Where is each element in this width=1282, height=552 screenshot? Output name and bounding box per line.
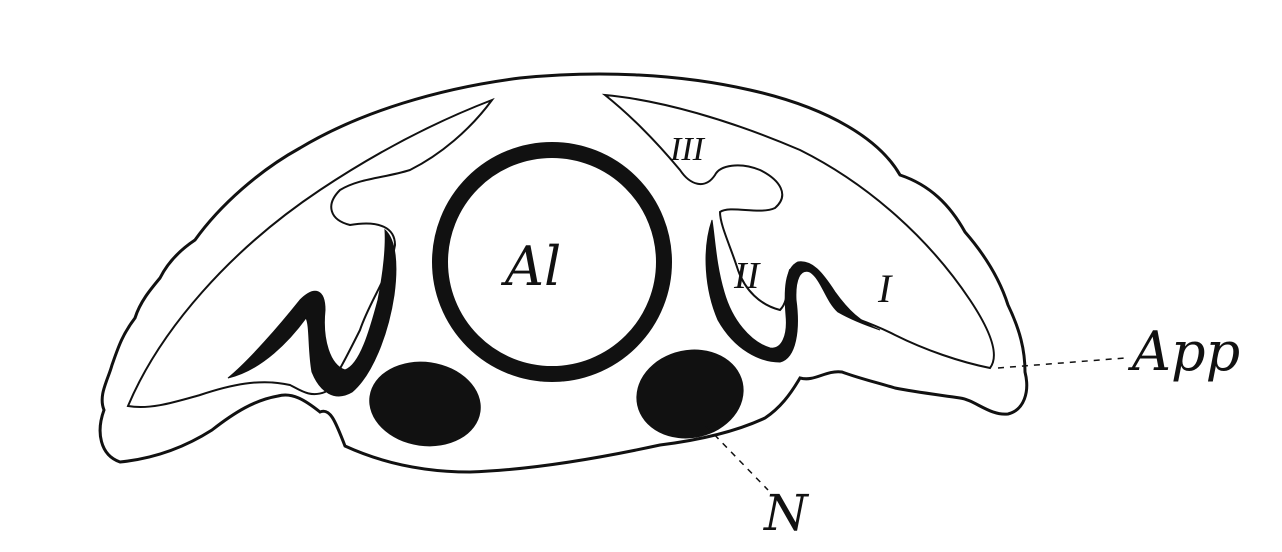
n-leader-line: [705, 425, 769, 491]
label-al: Al: [500, 235, 561, 298]
label-n: N: [763, 484, 810, 542]
label-i: I: [877, 266, 893, 311]
right-nerve-mass: [636, 349, 744, 439]
left-outer-chamber: [126, 97, 495, 409]
left-nerve-mass: [369, 361, 481, 447]
central-ring: [432, 142, 672, 382]
label-app: App: [1127, 320, 1240, 383]
left-dark-band: [227, 228, 397, 397]
label-ii: II: [733, 255, 762, 297]
right-dark-band: [705, 219, 881, 363]
app-leader-line: [997, 357, 1126, 369]
label-iii: III: [669, 131, 706, 168]
